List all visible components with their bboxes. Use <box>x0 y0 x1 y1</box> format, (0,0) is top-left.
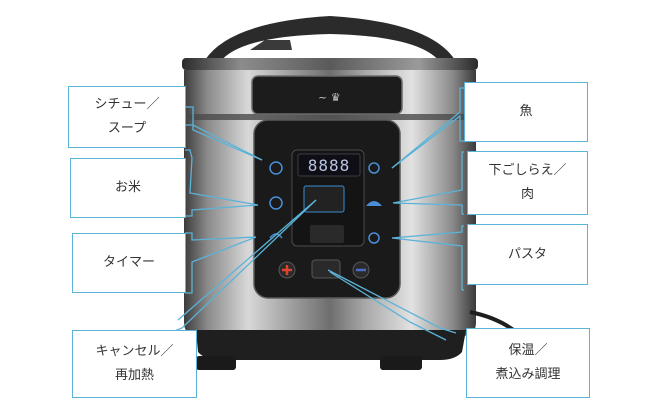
callout-cancel-reheat-line1: キャンセル／ <box>95 344 174 359</box>
prep-meat-button-icon <box>366 201 382 206</box>
callout-prep-meat-line1: 下ごしらえ／ <box>488 163 567 178</box>
led-display: 8888 <box>308 156 351 175</box>
callout-cancel-reheat: キャンセル／ 再加熱 <box>72 330 197 398</box>
mode-label-panel <box>310 225 344 243</box>
pasta-button-icon <box>368 232 380 244</box>
callout-prep-meat-line2: 肉 <box>520 187 534 202</box>
logo-panel <box>251 75 403 115</box>
callout-stew-soup-line1: シチュー／ <box>94 97 160 112</box>
callout-timer: タイマー <box>72 233 186 293</box>
pressure-indicator <box>303 185 345 213</box>
callout-cancel-reheat-line2: 再加熱 <box>114 368 154 383</box>
callout-keep-warm-simmer-line2: 煮込み調理 <box>495 367 561 382</box>
callout-fish: 魚 <box>464 82 588 142</box>
cooker-base <box>196 330 466 360</box>
left-foot <box>196 356 236 370</box>
callout-timer-label: タイマー <box>102 255 155 270</box>
callout-rice-label: お米 <box>114 180 141 195</box>
brand-logo: ~ ♛ <box>318 91 341 104</box>
callout-rice: お米 <box>70 158 186 218</box>
lid-rim <box>182 58 478 70</box>
rice-button-icon <box>269 196 283 210</box>
callout-stew-soup-line2: スープ <box>107 121 147 136</box>
lid-handle <box>205 16 455 62</box>
callout-keep-warm-simmer-line1: 保温／ <box>508 343 548 358</box>
callout-keep-warm-simmer: 保温／ 煮込み調理 <box>466 328 590 398</box>
callout-fish-label: 魚 <box>519 104 533 119</box>
callout-prep-meat: 下ごしらえ／ 肉 <box>467 151 588 215</box>
stew-soup-button-icon <box>269 161 283 175</box>
fish-button-icon <box>368 162 380 174</box>
callout-stew-soup: シチュー／ スープ <box>68 86 186 148</box>
right-foot <box>380 356 422 370</box>
callout-pasta-label: パスタ <box>507 246 547 262</box>
plus-icon <box>282 265 292 275</box>
callout-pasta: パスタ <box>467 224 588 285</box>
